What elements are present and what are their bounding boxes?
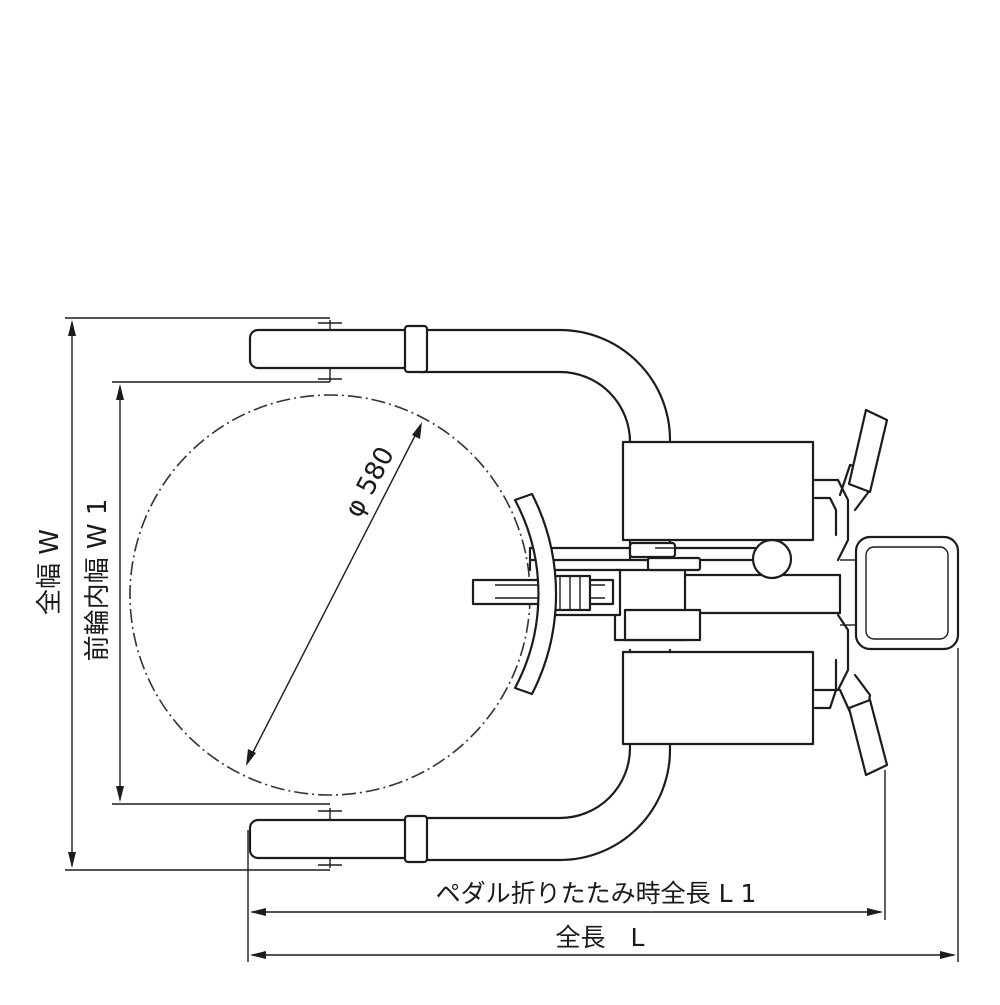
- label-overall-width: 全幅 W: [35, 529, 65, 615]
- adjust-knob: [751, 538, 793, 580]
- dimension-l1: [247, 770, 886, 962]
- rear-wheel-bottom: [621, 650, 815, 746]
- reach-circle: [129, 394, 531, 796]
- dimension-l: [250, 648, 959, 962]
- dimension-w1: [112, 381, 330, 805]
- u-frame: [418, 328, 672, 862]
- front-caster-bottom: [248, 808, 429, 868]
- label-folded-length: ペダル折りたたみ時全長 L 1: [436, 879, 757, 908]
- pedal-top: [847, 408, 889, 494]
- pedal-bottom: [847, 698, 889, 777]
- diameter-line: [246, 422, 422, 766]
- seat-back-arc: [513, 492, 558, 696]
- label-front-inner-width: 前輪内幅 W 1: [83, 499, 113, 662]
- rear-wheel-top: [621, 440, 815, 542]
- front-caster-top: [248, 320, 429, 382]
- dimension-w: [65, 317, 330, 871]
- label-overall-length: 全長 L: [556, 923, 645, 952]
- rear-seat-frame: [840, 535, 960, 651]
